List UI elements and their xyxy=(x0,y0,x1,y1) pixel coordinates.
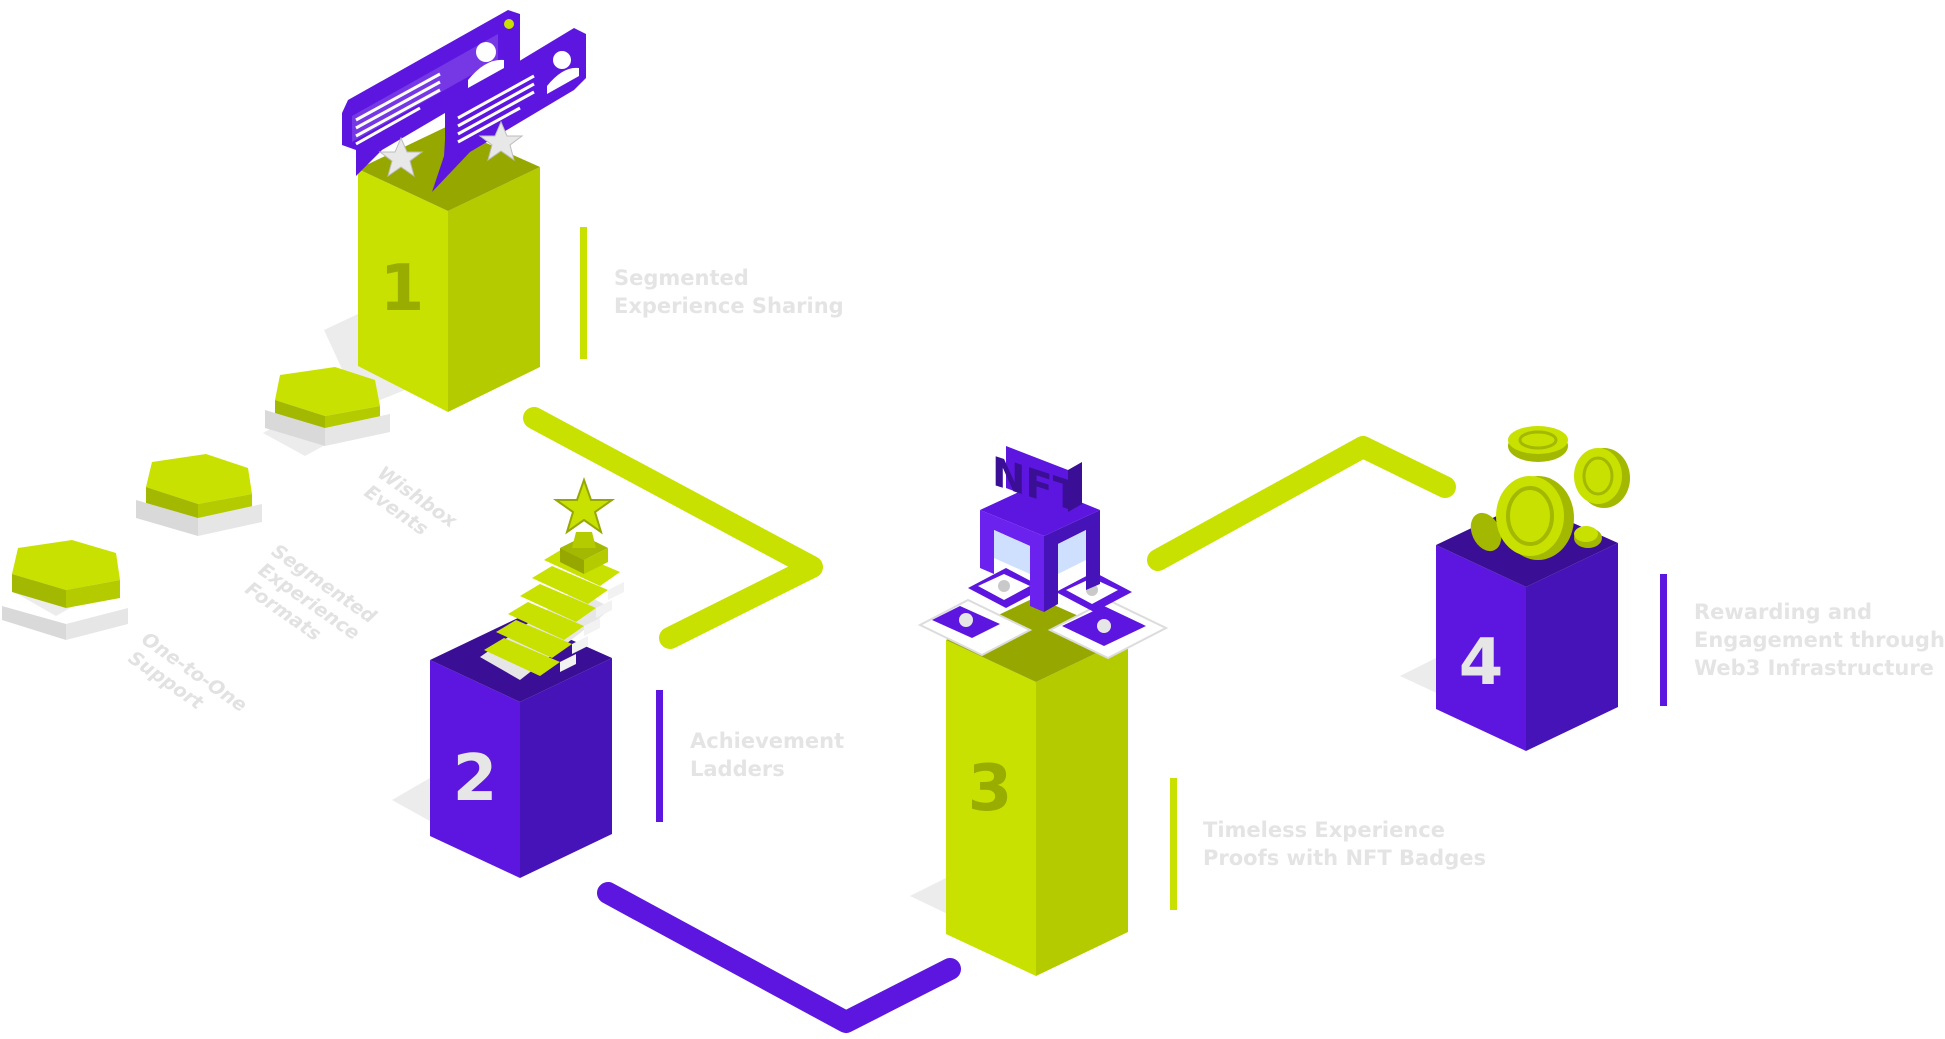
divider-step-4 xyxy=(1660,574,1667,706)
chat-bubbles-illustration xyxy=(342,10,586,192)
coin-icon xyxy=(1496,476,1574,560)
nft-card-top-right xyxy=(1056,572,1132,612)
divider-step-1 xyxy=(580,227,587,359)
block-front-face xyxy=(358,169,448,412)
step-number: 2 xyxy=(453,742,498,816)
nft-image-icon xyxy=(998,580,1010,592)
hexagon-wishbox-events xyxy=(263,367,390,456)
label-line: Rewarding and xyxy=(1694,600,1873,624)
nft-pedestal xyxy=(980,484,1100,612)
coin-icon xyxy=(1470,512,1502,552)
connector-2-3 xyxy=(597,882,961,1033)
star-icon xyxy=(478,120,524,162)
label-line: Achievement xyxy=(690,729,845,753)
block-front-face xyxy=(946,640,1036,976)
hexagon-segmented-experience-formats xyxy=(136,454,262,536)
block-front-face xyxy=(1436,545,1526,751)
step-3-block: 3 xyxy=(910,597,1128,976)
nft-image-icon xyxy=(959,613,973,627)
chat-bubble-back xyxy=(342,10,520,176)
step-number: 1 xyxy=(380,252,425,326)
label-line: Engagement through xyxy=(1694,628,1945,652)
step-4-block: 4 xyxy=(1400,502,1618,751)
step-number: 3 xyxy=(968,752,1013,826)
user-avatar-icon xyxy=(547,51,579,94)
block-side-face xyxy=(1526,543,1618,751)
hexagon-one-to-one-support xyxy=(2,540,128,640)
label-line: Experience Sharing xyxy=(614,294,844,318)
step-4-label: Rewarding and Engagement through Web3 In… xyxy=(1694,598,1945,682)
nft-card-row-right xyxy=(1047,598,1169,660)
trophy-star-icon xyxy=(552,476,616,535)
user-avatar-icon xyxy=(468,42,504,88)
step-1-block: 1 xyxy=(324,126,540,412)
block-front-face xyxy=(430,660,520,878)
block-side-face xyxy=(520,658,612,878)
coins-illustration xyxy=(1470,426,1630,560)
connector-1-2 xyxy=(523,407,823,649)
step-2-label: Achievement Ladders xyxy=(690,727,844,783)
coin-icon xyxy=(1574,448,1630,508)
label-line: Ladders xyxy=(690,757,785,781)
divider-step-2 xyxy=(656,690,663,822)
label-line: Segmented xyxy=(614,266,749,290)
nft-image-icon xyxy=(1097,619,1111,633)
coin-icon xyxy=(1508,426,1568,462)
step-1-label: Segmented Experience Sharing xyxy=(614,264,844,320)
label-line: Timeless Experience xyxy=(1203,818,1446,842)
staircase-illustration xyxy=(480,476,624,680)
label-line: Web3 Infrastructure xyxy=(1694,656,1934,680)
divider-step-3 xyxy=(1170,778,1177,910)
connector-paths xyxy=(523,407,1456,1033)
chat-bubble-front xyxy=(432,28,586,192)
sub-item-hexagons xyxy=(2,367,390,640)
label-line: Proofs with NFT Badges xyxy=(1203,846,1486,870)
block-side-face xyxy=(448,167,540,412)
star-icon xyxy=(378,136,424,178)
step-number: 4 xyxy=(1459,626,1504,700)
connector-3-4 xyxy=(1147,436,1456,571)
block-shadow xyxy=(324,314,410,408)
nft-card-top-left xyxy=(968,568,1044,608)
status-dot-icon xyxy=(504,19,514,29)
nft-card-row-left xyxy=(917,598,1033,657)
step-3-label: Timeless Experience Proofs with NFT Badg… xyxy=(1203,816,1486,872)
block-side-face xyxy=(1036,638,1128,976)
